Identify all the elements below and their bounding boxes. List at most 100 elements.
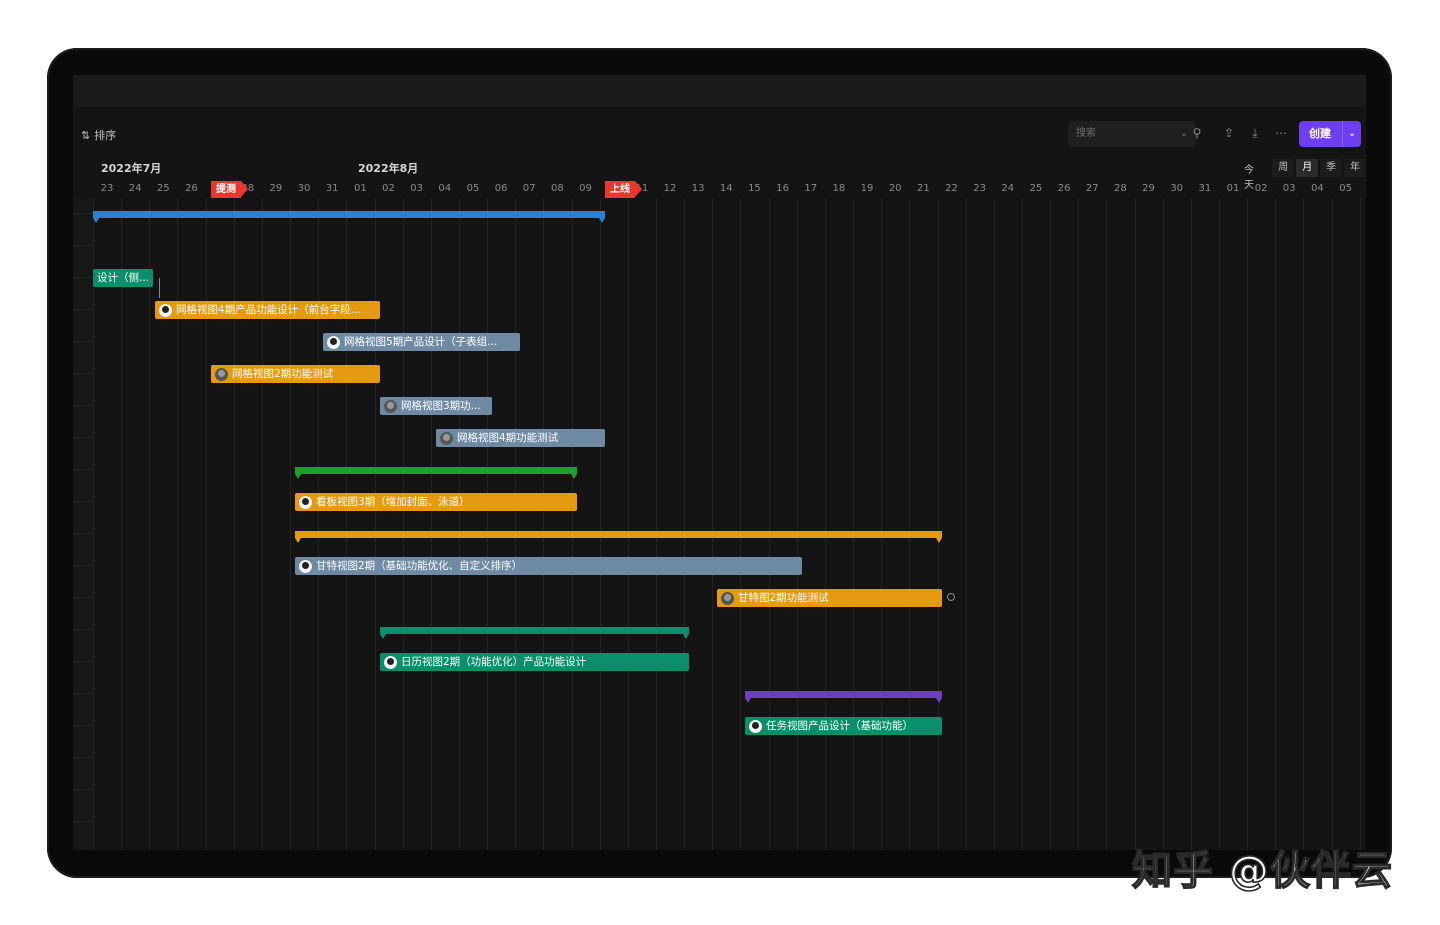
- row-divider: [73, 405, 93, 406]
- sort-icon: ⇅: [81, 128, 91, 142]
- connector-handle[interactable]: [947, 593, 955, 601]
- row-divider: [73, 821, 93, 822]
- group-summary-bar[interactable]: [295, 531, 942, 543]
- day-label: 30: [297, 183, 311, 194]
- create-button[interactable]: 创建 ⌄: [1299, 121, 1361, 147]
- task-bar[interactable]: 网格视图4期功能测试: [436, 429, 605, 447]
- task-label: 设计（侧...: [97, 272, 150, 284]
- day-label: 05: [1339, 183, 1352, 194]
- group-summary-bar[interactable]: [745, 691, 942, 703]
- grid-line: [768, 199, 770, 850]
- task-bar[interactable]: 网格视图3期功...: [380, 397, 492, 415]
- grid-line: [543, 199, 545, 850]
- task-bar[interactable]: 设计（侧...: [93, 269, 153, 287]
- day-label: 09: [579, 183, 592, 194]
- grid-line: [1162, 199, 1164, 850]
- day-label: 26: [185, 183, 198, 194]
- milestone-test-flag[interactable]: 提测: [211, 181, 248, 198]
- grid-line: [346, 199, 348, 850]
- grid-line: [796, 199, 798, 850]
- task-bar[interactable]: 网格视图4期产品功能设计（前台字段...: [155, 301, 380, 319]
- month-label-august: 2022年8月: [358, 162, 419, 175]
- view-quarter-tab[interactable]: 季: [1320, 159, 1343, 177]
- dependency-line: [159, 278, 160, 298]
- view-week-tab[interactable]: 周: [1272, 159, 1295, 177]
- today-button[interactable]: 今天: [1244, 165, 1254, 191]
- group-summary-bar[interactable]: [93, 211, 605, 223]
- row-divider: [73, 661, 93, 662]
- day-label: 07: [522, 183, 536, 194]
- row-divider: [73, 725, 93, 726]
- avatar: [384, 655, 397, 669]
- grid-line: [149, 199, 151, 850]
- task-bar[interactable]: 甘特图2期功能测试: [717, 589, 942, 607]
- avatar: [440, 431, 453, 445]
- day-label: 02: [1254, 183, 1268, 194]
- task-bar[interactable]: 任务视图产品设计（基础功能）: [745, 717, 942, 735]
- row-divider: [73, 693, 93, 694]
- task-bar[interactable]: 日历视图2期（功能优化）产品功能设计: [380, 653, 689, 671]
- upload-icon[interactable]: ⇪: [1223, 126, 1235, 140]
- more-icon[interactable]: ⋯: [1275, 126, 1287, 140]
- day-label: 23: [973, 183, 986, 194]
- watermark: 知乎 @伙伴云: [1131, 847, 1393, 895]
- row-divider: [73, 469, 93, 470]
- search-placeholder: 搜索: [1076, 128, 1096, 139]
- task-bar[interactable]: 网格视图5期产品设计（子表组...: [323, 333, 520, 351]
- row-divider: [73, 789, 93, 790]
- view-month-tab[interactable]: 月: [1296, 159, 1319, 177]
- day-label: 27: [1085, 183, 1099, 194]
- day-label: 17: [804, 183, 818, 194]
- search-icon[interactable]: ⚲: [1192, 126, 1202, 140]
- milestone-launch-flag[interactable]: 上线: [605, 181, 642, 198]
- day-label: 28: [1114, 183, 1127, 194]
- day-label: 24: [1001, 183, 1015, 194]
- chevron-down-icon: ⌄: [1179, 128, 1188, 139]
- grid-line: [402, 199, 404, 850]
- grid-line: [261, 199, 263, 850]
- task-label: 任务视图产品设计（基础功能）: [766, 720, 913, 732]
- grid-line: [824, 199, 826, 850]
- row-divider: [73, 501, 93, 502]
- day-label: 18: [832, 183, 846, 194]
- day-label: 03: [1282, 183, 1296, 194]
- avatar: [327, 335, 340, 349]
- avatar: [299, 559, 312, 573]
- search-input[interactable]: 搜索 ⌄: [1068, 121, 1196, 147]
- row-divider: [73, 341, 93, 342]
- sort-label: 排序: [94, 129, 117, 142]
- grid-line: [881, 199, 883, 850]
- day-label: 31: [1198, 183, 1212, 194]
- sort-button[interactable]: ⇅ 排序: [81, 127, 116, 143]
- task-bar[interactable]: 甘特视图2期（基础功能优化、自定义排序）: [295, 557, 802, 575]
- row-divider: [73, 565, 93, 566]
- task-label: 网格视图4期产品功能设计（前台字段...: [176, 304, 361, 316]
- grid-line: [93, 199, 94, 850]
- avatar: [299, 495, 312, 509]
- grid-line: [740, 199, 742, 850]
- grid-line: [515, 199, 517, 850]
- grid-line: [1134, 199, 1136, 850]
- grid-line: [233, 199, 235, 850]
- task-bar[interactable]: 网格视图2期功能测试: [211, 365, 380, 383]
- task-bar[interactable]: 看板视图3期（增加封面、泳道）: [295, 493, 577, 511]
- day-label: 19: [860, 183, 874, 194]
- grid-line: [853, 199, 855, 850]
- create-label: 创建: [1309, 127, 1331, 140]
- chevron-down-icon[interactable]: ⌄: [1342, 121, 1361, 147]
- day-label: 24: [128, 183, 142, 194]
- grid-line: [121, 199, 123, 850]
- view-year-tab[interactable]: 年: [1344, 159, 1366, 177]
- grid-line: [599, 199, 601, 850]
- day-label: 03: [410, 183, 423, 194]
- avatar: [384, 399, 397, 413]
- group-summary-bar[interactable]: [295, 467, 577, 479]
- day-label: 22: [945, 183, 958, 194]
- download-icon[interactable]: ⤓: [1252, 126, 1258, 140]
- grid-line: [1303, 199, 1305, 850]
- task-label: 网格视图2期功能测试: [232, 368, 334, 380]
- group-summary-bar[interactable]: [380, 627, 689, 639]
- view-switcher: 今天 周 月 季 年: [1236, 159, 1366, 191]
- grid-line: [177, 199, 179, 850]
- row-gutter: [73, 199, 93, 850]
